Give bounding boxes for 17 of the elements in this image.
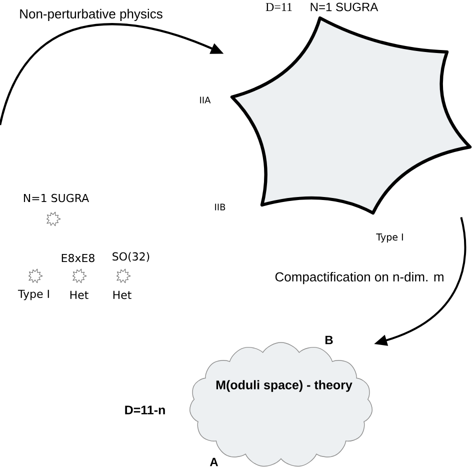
icon-label: Het [113, 290, 132, 300]
vertex-label: A [210, 458, 218, 466]
icon-label: E8xE8 [62, 254, 94, 262]
vertex-label: Type I [376, 234, 403, 242]
vertex-label: N=1 SUGRA [310, 2, 378, 12]
vertex-label: IIA [200, 96, 211, 104]
vertex-label: D=11-n [125, 406, 165, 414]
icon-label: Type I [18, 290, 49, 300]
edge-label: Non-perturbative physics [18, 7, 164, 23]
icon-label: N=1 SUGRA [24, 194, 90, 202]
vertex-label: D=11 [266, 3, 292, 11]
edge-label: Compactification on n-dim. m [273, 270, 446, 286]
vertex-label: IIB [215, 204, 226, 210]
star-shape [230, 16, 472, 215]
vertex-label: B [325, 336, 333, 344]
icon-label: SO(32) [112, 252, 150, 262]
icon-label: Het [70, 290, 88, 300]
